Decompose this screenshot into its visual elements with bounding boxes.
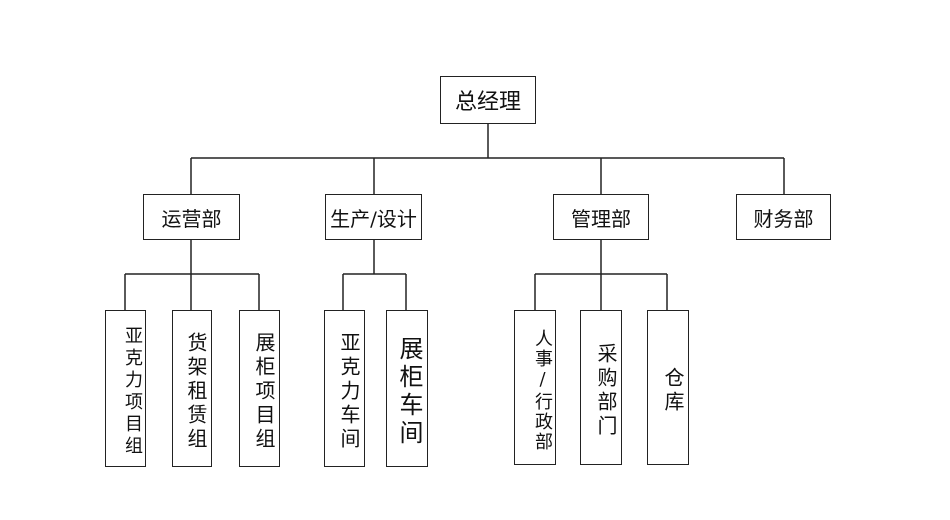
node-finance-dept: 财务部 bbox=[736, 194, 831, 240]
node-label: 亚克力项目组 bbox=[122, 325, 143, 458]
node-acrylic-project-team: 亚克力项目组 bbox=[105, 310, 146, 467]
node-label: 运营部 bbox=[161, 206, 222, 231]
node-label: 人事/行政部 bbox=[532, 329, 553, 452]
node-label: 管理部 bbox=[571, 206, 631, 231]
node-hr-admin-dept: 人事/行政部 bbox=[514, 310, 556, 465]
node-label: 展柜车间 bbox=[395, 335, 423, 448]
node-warehouse: 仓库 bbox=[647, 310, 689, 465]
node-label: 亚克力车间 bbox=[337, 331, 361, 452]
node-label: 总经理 bbox=[454, 90, 521, 115]
node-label: 货架租赁组 bbox=[184, 331, 208, 452]
node-general-manager: 总经理 bbox=[440, 76, 536, 124]
node-production-design: 生产/设计 bbox=[325, 194, 422, 240]
node-showcase-project-team: 展柜项目组 bbox=[239, 310, 280, 467]
node-management-dept: 管理部 bbox=[553, 194, 649, 240]
node-label: 生产/设计 bbox=[330, 206, 417, 231]
node-label: 财务部 bbox=[753, 206, 814, 231]
node-shelf-rental-team: 货架租赁组 bbox=[172, 310, 212, 467]
node-acrylic-workshop: 亚克力车间 bbox=[324, 310, 365, 467]
node-label: 展柜项目组 bbox=[252, 331, 276, 452]
node-purchasing-dept: 采购部门 bbox=[580, 310, 622, 465]
node-label: 采购部门 bbox=[594, 342, 618, 439]
node-operations-dept: 运营部 bbox=[143, 194, 240, 240]
node-label: 仓库 bbox=[661, 366, 685, 415]
node-showcase-workshop: 展柜车间 bbox=[386, 310, 428, 467]
